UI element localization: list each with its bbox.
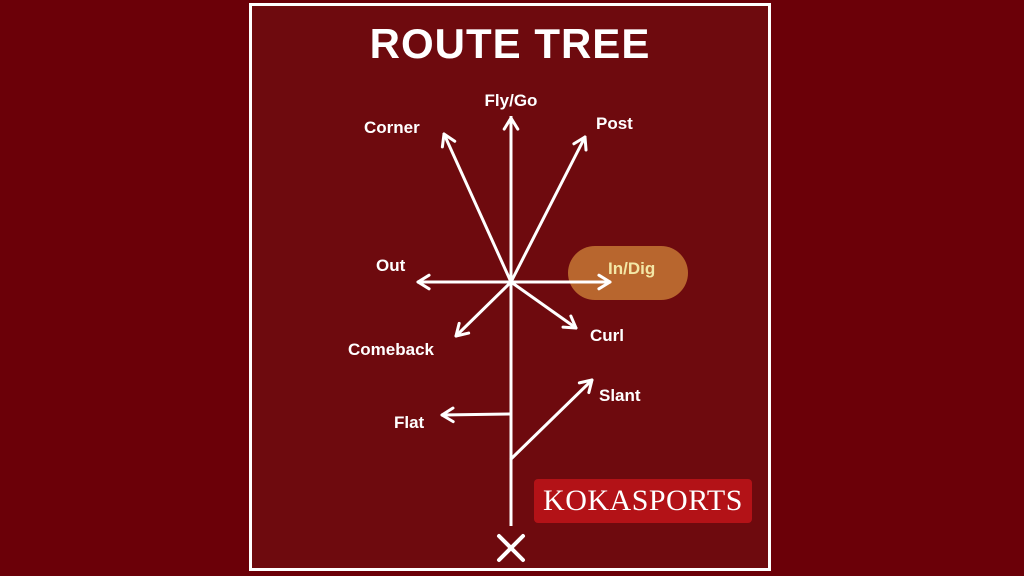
route-line-post bbox=[509, 135, 587, 284]
arrowhead-out bbox=[416, 273, 431, 291]
route-label-out: Out bbox=[376, 256, 406, 275]
route-label-curl: Curl bbox=[590, 326, 624, 345]
start-marker-x bbox=[497, 534, 525, 562]
arrowhead-comeback bbox=[454, 321, 471, 338]
kokasports-logo: KOKASPORTS bbox=[534, 479, 752, 523]
in-dig-highlight bbox=[568, 246, 688, 300]
arrowhead-fly bbox=[502, 116, 520, 131]
route-line-curl bbox=[509, 280, 578, 330]
page-title: ROUTE TREE bbox=[369, 20, 651, 67]
route-line-comeback bbox=[454, 280, 513, 338]
route-line-flat bbox=[440, 412, 513, 417]
arrowhead-slant bbox=[577, 378, 594, 395]
route-line-slant bbox=[509, 378, 594, 461]
route-label-corner: Corner bbox=[364, 118, 420, 137]
route-label-fly: Fly/Go bbox=[485, 91, 538, 110]
route-label-in-dig: In/Dig bbox=[608, 259, 655, 278]
route-label-flat: Flat bbox=[394, 413, 425, 432]
arrowhead-post bbox=[572, 135, 588, 152]
route-tree-board: ROUTE TREE Fly/Go Corner Post Out In/Dig… bbox=[249, 3, 771, 571]
route-line-corner bbox=[442, 132, 513, 284]
route-tree-diagram: Fly/Go Corner Post Out In/Dig Comeback C… bbox=[348, 91, 688, 562]
arrowhead-curl bbox=[561, 314, 578, 330]
arrowhead-flat bbox=[440, 406, 455, 424]
arrowhead-in bbox=[597, 273, 612, 291]
route-lines bbox=[416, 116, 612, 461]
route-label-slant: Slant bbox=[599, 386, 641, 405]
route-label-comeback: Comeback bbox=[348, 340, 435, 359]
arrowhead-corner bbox=[440, 132, 457, 149]
route-label-post: Post bbox=[596, 114, 633, 133]
